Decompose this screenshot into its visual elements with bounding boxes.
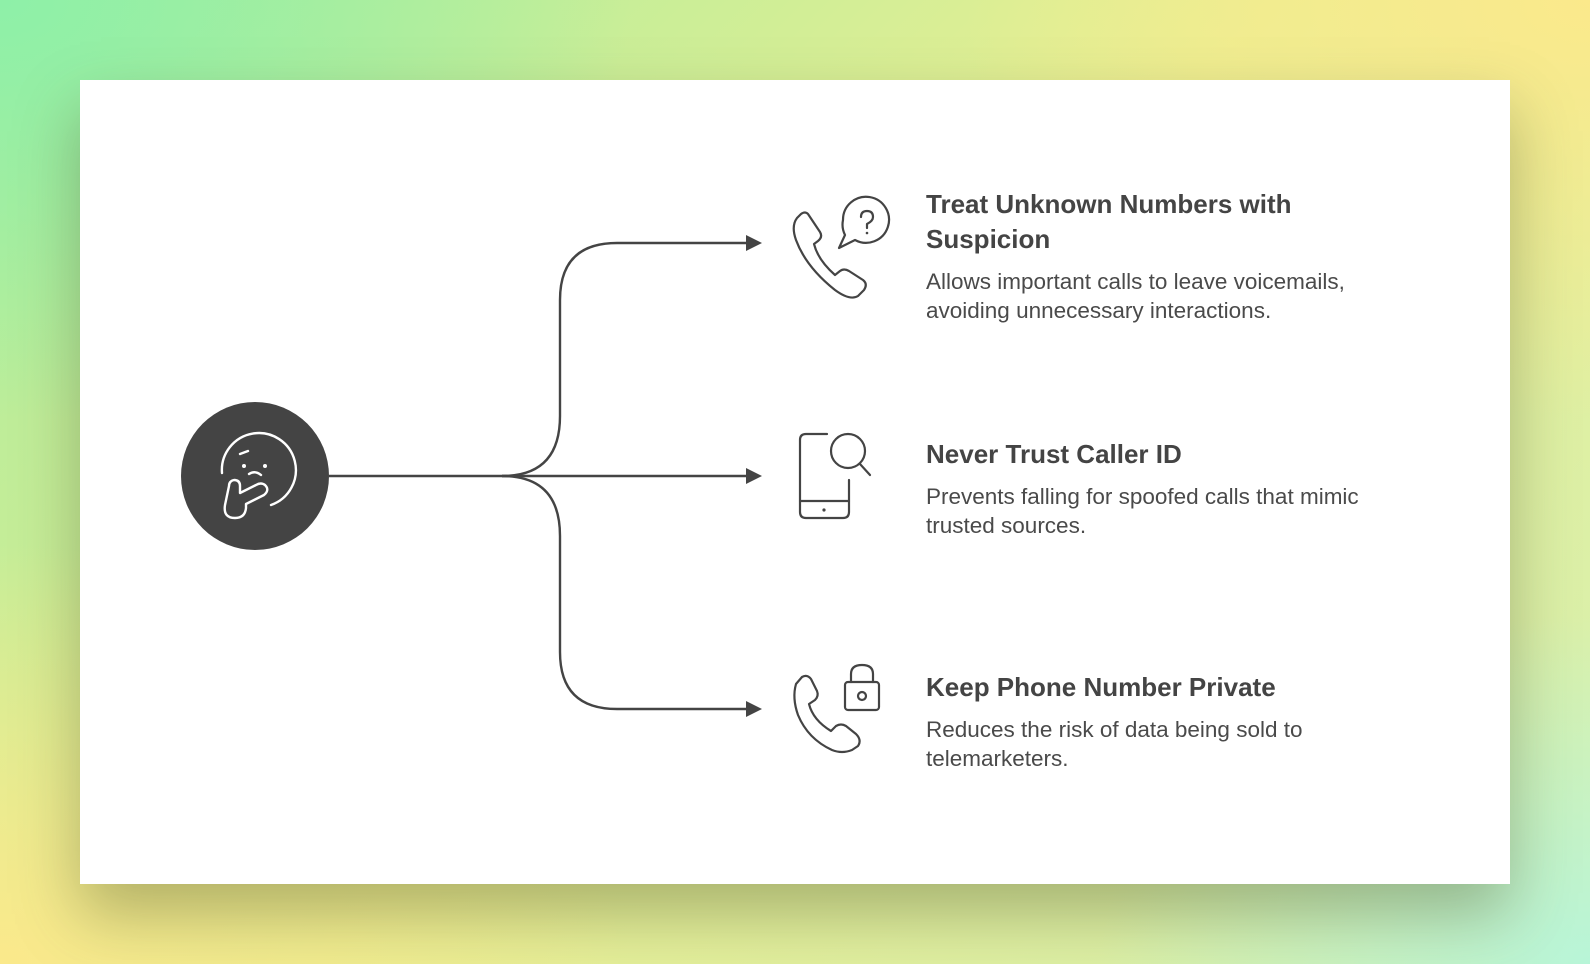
branch-item-1: Treat Unknown Numbers with Suspicion All… (926, 187, 1416, 325)
branch-title: Never Trust Caller ID (926, 439, 1182, 469)
branch-title: Treat Unknown Numbers with Suspicion (926, 189, 1292, 254)
phone-question-icon (792, 195, 891, 299)
branch-item-2: Never Trust Caller ID Prevents falling f… (926, 437, 1416, 540)
center-circle (181, 402, 329, 550)
branch-description: Prevents falling for spoofed calls that … (926, 484, 1359, 538)
connectors (329, 241, 748, 711)
arrowheads (746, 235, 762, 717)
connector-bottom (501, 474, 748, 711)
branch-title: Keep Phone Number Private (926, 672, 1276, 702)
branch-description: Allows important calls to leave voicemai… (926, 269, 1345, 323)
arrowhead-bottom (746, 701, 762, 717)
phone-search-icon (798, 432, 872, 520)
connector-top (501, 241, 748, 478)
thinking-face-icon (220, 431, 298, 520)
center-node (181, 402, 329, 550)
arrowhead-top (746, 235, 762, 251)
phone-lock-icon (793, 663, 881, 754)
diagram-canvas (181, 195, 891, 754)
branch-item-3: Keep Phone Number Private Reduces the ri… (926, 670, 1416, 773)
branch-description: Reduces the risk of data being sold to t… (926, 717, 1303, 771)
arrowhead-middle (746, 468, 762, 484)
diagram-card: Treat Unknown Numbers with Suspicion All… (80, 80, 1510, 884)
